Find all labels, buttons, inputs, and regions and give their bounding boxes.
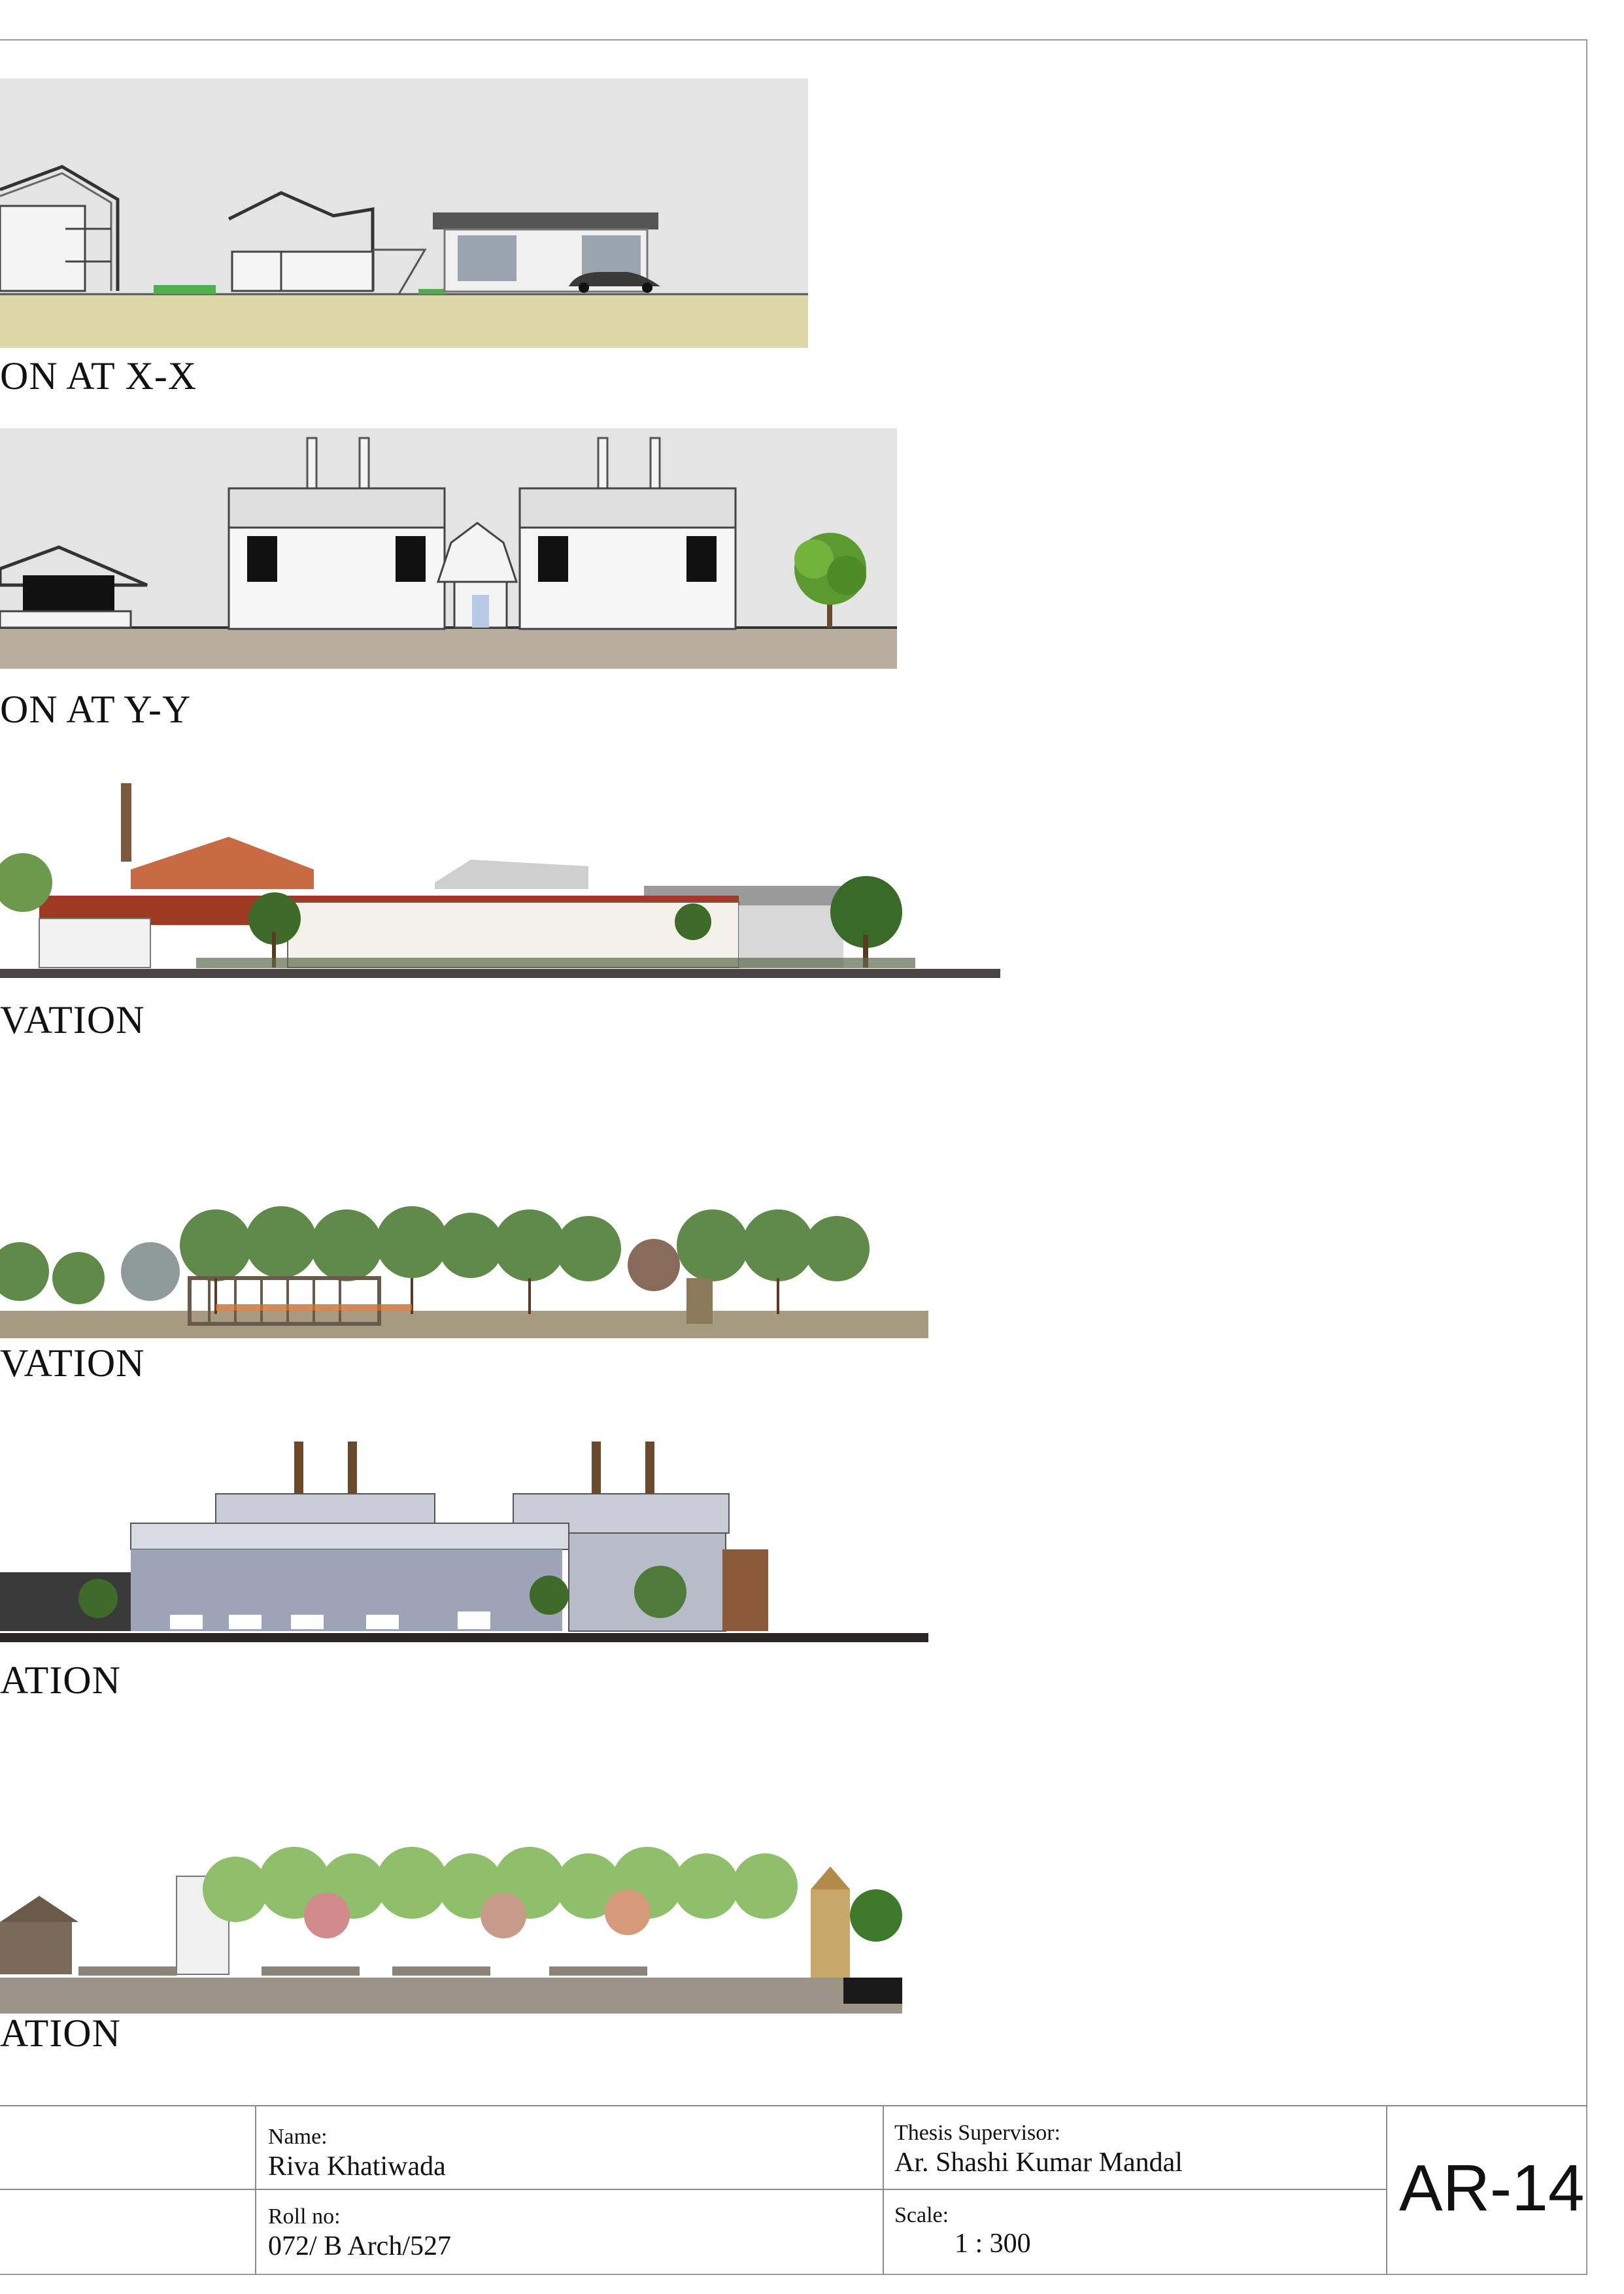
title-block: Name: Riva Khatiwada Roll no: 072/ B Arc… bbox=[0, 2105, 1587, 2275]
supervisor-value: Ar. Shashi Kumar Mandal bbox=[894, 2148, 1183, 2178]
scale-value: 1 : 300 bbox=[955, 2229, 1031, 2259]
section-xx-drawing bbox=[0, 78, 808, 348]
section-xx-caption: ON AT X-X bbox=[0, 354, 197, 397]
title-block-divider-1 bbox=[255, 2105, 256, 2275]
elevation-2-caption: VATION bbox=[0, 1341, 145, 1385]
title-block-divider-3 bbox=[1386, 2105, 1387, 2275]
sheet-border bbox=[0, 39, 1587, 2275]
roll-label: Roll no: bbox=[268, 2204, 341, 2229]
elevation-2-drawing bbox=[0, 1200, 928, 1343]
title-block-top-rule bbox=[0, 2105, 1587, 2106]
name-value: Riva Khatiwada bbox=[268, 2151, 446, 2182]
title-block-mid-rule bbox=[0, 2189, 1386, 2190]
elevation-4-drawing bbox=[0, 1837, 902, 2014]
section-yy-caption: ON AT Y-Y bbox=[0, 688, 192, 731]
elevation-3-caption: ATION bbox=[0, 1659, 121, 1702]
elevation-4-caption: ATION bbox=[0, 2012, 121, 2055]
title-block-divider-2 bbox=[883, 2105, 884, 2275]
name-label: Name: bbox=[268, 2125, 328, 2149]
sheet-number: AR-14 bbox=[1399, 2151, 1585, 2225]
section-yy-drawing bbox=[0, 428, 897, 669]
elevation-1-caption: VATION bbox=[0, 998, 145, 1041]
roll-value: 072/ B Arch/527 bbox=[268, 2231, 451, 2261]
elevation-3-drawing bbox=[0, 1438, 928, 1647]
scale-label: Scale: bbox=[894, 2203, 949, 2227]
elevation-1-drawing bbox=[0, 778, 1000, 987]
supervisor-label: Thesis Supervisor: bbox=[894, 2121, 1061, 2145]
